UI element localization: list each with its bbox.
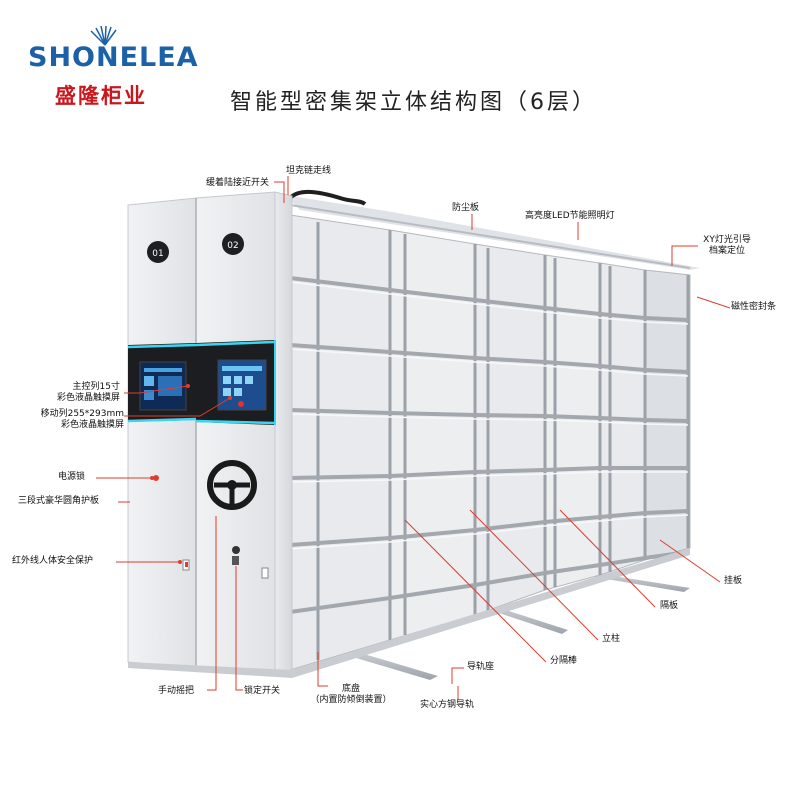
label-column: 立柱 [602,634,621,644]
label-chassis-line2: （内置防倾倒装置） [310,695,392,705]
hand-wheel-icon [207,460,257,510]
label-main-screen: 主控列15寸 彩色液晶触摸屏 [20,382,120,404]
label-dust-board: 防尘板 [452,203,480,213]
badge-02: 02 [222,233,244,255]
label-chassis: 底盘 （内置防倾倒装置） [296,684,406,706]
label-magnetic-strip: 磁性密封条 [731,302,777,312]
label-mobile-screen: 移动列255*293mm 彩色液晶触摸屏 [20,409,124,431]
label-rail-seat: 导轨座 [467,662,495,672]
lock-switch-icon [232,546,240,565]
label-main-screen-line2: 彩色液晶触摸屏 [56,393,120,403]
label-mobile-screen-line2: 彩色液晶触摸屏 [60,420,124,430]
label-steel-rail: 实心方钢导轨 [420,700,475,710]
label-chassis-line1: 底盘 [341,684,360,694]
svg-text:01: 01 [152,249,163,259]
label-xy-light: XY灯光引导 档案定位 [696,235,758,257]
label-xy-light-line2: 档案定位 [708,246,745,256]
top-dust-board [285,195,700,270]
infrared-sensor-right-icon [261,567,269,579]
label-xy-light-line1: XY灯光引导 [703,235,751,245]
label-main-screen-line1: 主控列15寸 [72,382,120,392]
badge-01: 01 [147,241,169,263]
label-divider-rod: 分隔棒 [550,656,578,666]
label-corner-board: 三段式豪华圆角护板 [18,496,100,506]
shelf-boards [289,276,689,614]
label-tank-chain: 坦克链走线 [286,166,332,176]
label-lock-switch: 锁定开关 [244,686,281,696]
label-delay-proximity-switch: 缓着陆接近开关 [206,178,270,188]
label-power-lock: 电源锁 [58,472,86,482]
label-mobile-screen-line1: 移动列255*293mm [40,409,124,419]
page-title: 智能型密集架立体结构图（6层） [230,90,597,115]
power-lock-icon [153,475,159,481]
shelf-units [289,214,691,671]
label-led-light: 高亮度LED节能照明灯 [525,211,615,221]
main-touch-screen [139,361,187,411]
cabinet-front [127,191,293,676]
logo-rays [90,25,117,46]
label-shelf-board: 隔板 [660,601,679,611]
brand-logo-en: SHONELEA [28,42,199,73]
leader-lines [96,176,731,700]
mobile-touch-screen [217,359,267,411]
svg-text:02: 02 [227,241,238,251]
leader-dots [150,384,232,564]
chassis [128,548,690,678]
label-hanging-board: 挂板 [724,576,743,586]
shelf-board-faces [289,281,689,550]
label-hand-wheel: 手动摇把 [158,686,195,696]
label-infrared: 红外线人体安全保护 [12,556,94,566]
tank-chain [288,190,367,206]
brand-logo-cn: 盛隆柜业 [55,84,147,108]
led-strip [299,211,381,225]
